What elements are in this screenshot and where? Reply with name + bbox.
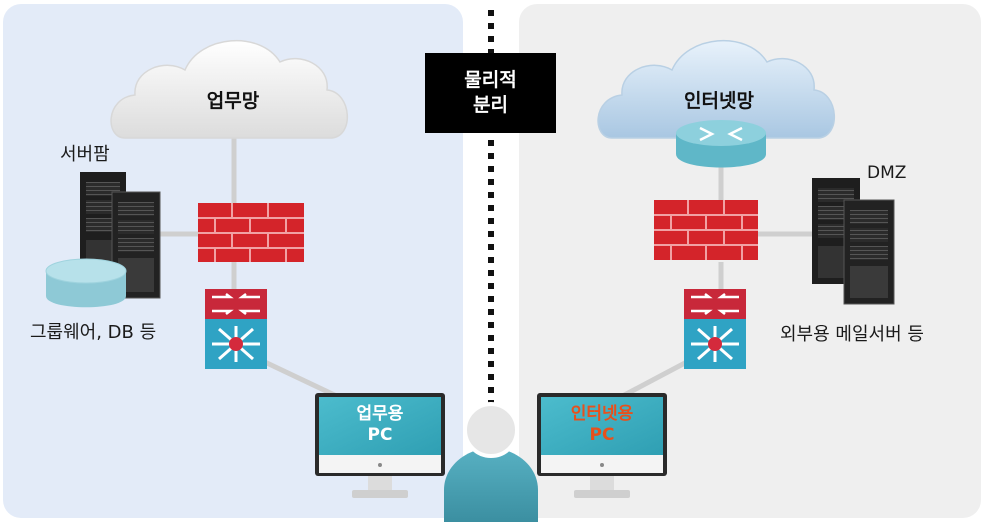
internet-pc-monitor (537, 393, 667, 498)
separation-line1: 물리적 (464, 69, 517, 91)
dmz-server-icon (812, 178, 895, 305)
internet-pc-line1: 인터넷용 (570, 404, 634, 424)
dmz-label: DMZ (867, 163, 907, 183)
business-pc-label: 업무용 PC (317, 404, 443, 446)
business-firewall-icon (198, 203, 304, 262)
internet-router-icon (676, 120, 766, 168)
business-pc-line1: 업무용 (356, 404, 404, 424)
server-farm-label: 서버팜 (60, 144, 110, 165)
business-network-cloud (110, 40, 348, 139)
internet-cloud (597, 40, 835, 139)
physical-separation-label: 물리적 분리 (425, 53, 556, 133)
internet-firewall-icon (654, 200, 758, 260)
business-network-title: 업무망 (206, 90, 260, 112)
database-storage-icon (45, 258, 127, 308)
business-pc-line2: PC (367, 425, 393, 445)
user-icon (444, 402, 538, 522)
groupware-db-label: 그룹웨어, DB 등 (30, 322, 157, 343)
business-switch-icon (205, 289, 267, 369)
internet-pc-line2: PC (589, 425, 615, 445)
business-pc-monitor (315, 393, 445, 498)
internet-network-title: 인터넷망 (684, 90, 754, 112)
external-mail-server-label: 외부용 메일서버 등 (780, 324, 924, 345)
internet-pc-label: 인터넷용 PC (539, 404, 665, 446)
separation-line2: 분리 (473, 94, 508, 116)
internet-switch-icon (684, 289, 746, 369)
